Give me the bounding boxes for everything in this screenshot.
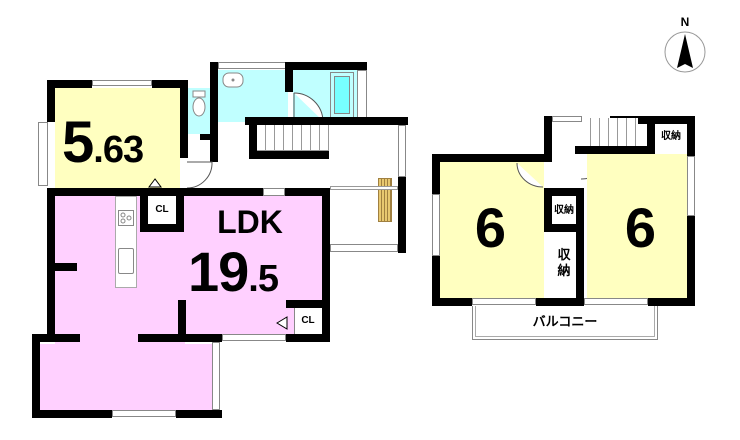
door	[263, 188, 285, 196]
window	[218, 62, 288, 69]
staircase	[257, 125, 329, 151]
window	[92, 80, 152, 86]
balcony	[472, 306, 658, 340]
window	[112, 410, 176, 417]
entrance-threshold	[330, 186, 398, 190]
room-east-size: 6	[624, 196, 656, 259]
entry-arrow-icon	[148, 178, 162, 188]
window	[472, 298, 536, 305]
staircase	[582, 118, 638, 146]
window	[222, 334, 286, 341]
window	[687, 156, 695, 216]
sink-icon	[222, 72, 244, 88]
closet-2	[294, 308, 322, 334]
window	[432, 194, 440, 256]
western-room-fill	[55, 88, 180, 188]
room-east-fill	[587, 154, 687, 298]
window	[330, 244, 398, 252]
north-label: N	[680, 15, 690, 29]
room-west-size: 6	[474, 196, 506, 259]
closet-1	[148, 196, 176, 224]
room-west-fill	[440, 162, 544, 298]
closet-2-label: CL	[301, 315, 315, 326]
compass-arrow-icon	[664, 31, 706, 73]
ldk-name: LDK	[217, 204, 283, 240]
floor-1-plan: 5.63 CL	[32, 62, 408, 418]
window	[398, 125, 406, 177]
kitchen-sink-icon	[118, 248, 134, 274]
window	[552, 116, 582, 122]
western-room-size: 5.63	[62, 110, 144, 175]
window	[357, 70, 367, 120]
storage-top-label: 収納	[661, 131, 681, 142]
floor-2-plan: 6 収納 6 収納 収 納 バルコニー	[420, 0, 740, 440]
window	[212, 342, 220, 410]
storage-middle-label: 収納	[554, 205, 574, 216]
storage-tall-label: 収 納	[557, 248, 571, 279]
toilet-icon	[192, 90, 206, 117]
door-swing-icon	[293, 92, 324, 122]
bathtub-icon	[330, 72, 354, 118]
door-swing-icon	[186, 161, 213, 189]
door-swing-icon	[516, 162, 544, 188]
entry-arrow-icon	[276, 316, 288, 330]
stove-icon	[118, 210, 134, 226]
window	[584, 298, 648, 305]
ldk-fill	[55, 196, 322, 336]
storage-top	[655, 124, 687, 154]
ldk-fill-lower	[40, 344, 212, 410]
window	[38, 122, 48, 186]
storage-tall	[552, 232, 576, 298]
shoe-cabinet	[378, 178, 392, 222]
balcony-label: バルコニー	[532, 315, 598, 330]
storage-middle	[552, 196, 576, 224]
ldk-size: 19.5	[188, 240, 279, 303]
north-compass: N	[660, 16, 710, 76]
closet-1-label: CL	[155, 204, 169, 215]
